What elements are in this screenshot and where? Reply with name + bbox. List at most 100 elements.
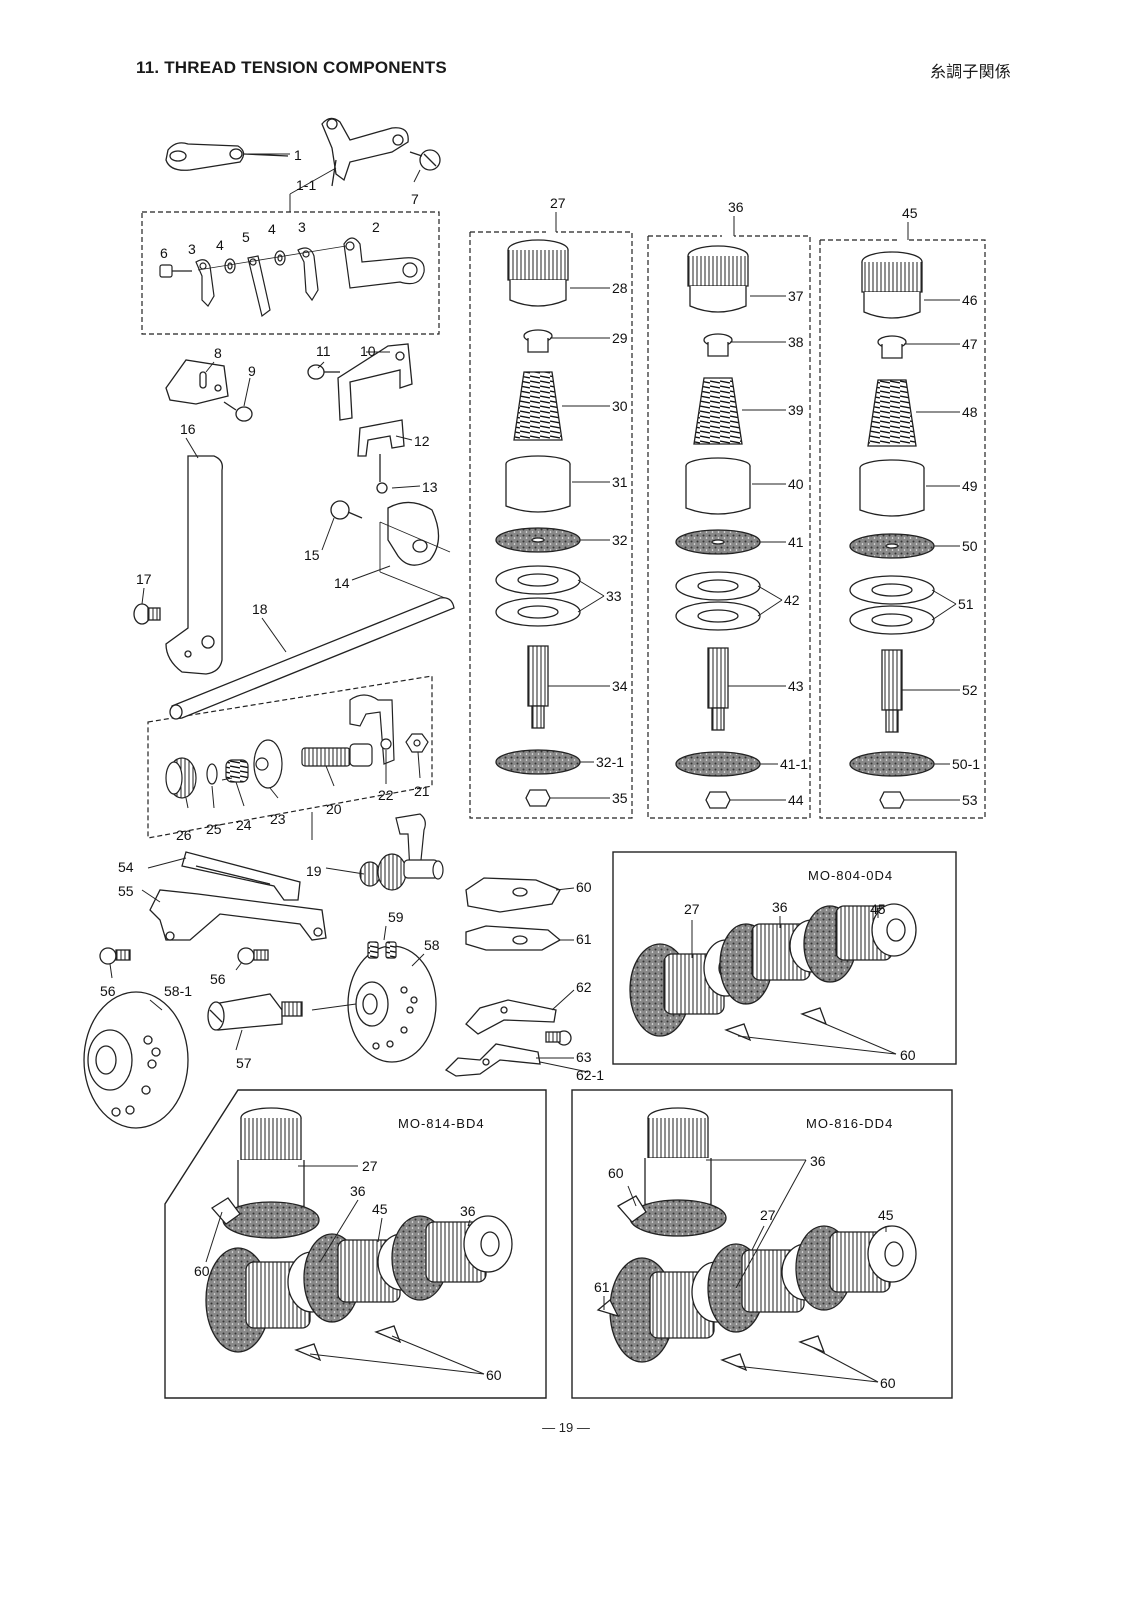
callout-51: 51	[958, 596, 974, 612]
callout-box3-36: 36	[810, 1153, 826, 1169]
thread-guide-subparts	[159, 237, 425, 318]
callout-20: 20	[326, 801, 342, 817]
callout-11: 11	[316, 343, 331, 359]
callout-32-1: 32-1	[596, 754, 624, 770]
callout-44: 44	[788, 792, 804, 808]
callout-box1-36: 36	[772, 899, 788, 915]
thread-guide-bracket-part-1-1	[321, 117, 441, 187]
bracket-part-62-1	[444, 1043, 541, 1077]
callout-26: 26	[176, 827, 192, 843]
callout-18: 18	[252, 601, 268, 617]
callout-box3-60a: 60	[608, 1165, 624, 1181]
callout-35: 35	[612, 790, 628, 806]
callout-box2-27: 27	[362, 1158, 378, 1174]
cam-part-58	[347, 945, 437, 1063]
tension-assembly-box-36	[647, 235, 811, 819]
callout-50-1: 50-1	[952, 756, 980, 772]
callout-40: 40	[788, 476, 804, 492]
callout-56-left: 56	[100, 983, 116, 999]
shaft-part-57	[207, 993, 303, 1031]
screw-part-17	[133, 603, 161, 625]
callout-46: 46	[962, 292, 978, 308]
callout-labels: 1 1-1 7 2 6 3 4 5 4 3 8 9 11 10 12 13 16…	[100, 147, 980, 1391]
bracket-part-10	[307, 343, 413, 494]
callout-49: 49	[962, 478, 978, 494]
callout-17: 17	[136, 571, 152, 587]
callout-box3-61: 61	[594, 1279, 610, 1295]
callout-57: 57	[236, 1055, 252, 1071]
callout-box1-45: 45	[870, 901, 886, 917]
tension-column-36	[675, 245, 761, 809]
callout-3-left: 3	[188, 241, 196, 257]
screw-part-63	[545, 1030, 572, 1046]
callout-52: 52	[962, 682, 978, 698]
cam-part-58-1	[83, 991, 189, 1129]
callout-22: 22	[378, 787, 394, 803]
screw-part-13	[376, 482, 388, 494]
callout-1-1: 1-1	[296, 177, 316, 193]
callout-33: 33	[606, 588, 622, 604]
leader-lines	[109, 153, 960, 1383]
model-label-mo-814: MO-814-BD4	[398, 1116, 485, 1131]
callout-62-1: 62-1	[576, 1067, 604, 1083]
callout-14: 14	[334, 575, 350, 591]
plate-part-61	[465, 925, 562, 951]
model-label-mo-804: MO-804-0D4	[808, 868, 893, 883]
callout-56-right: 56	[210, 971, 226, 987]
callout-6: 6	[160, 245, 168, 261]
page-title: 11. THREAD TENSION COMPONENTS	[136, 58, 447, 77]
callout-37: 37	[788, 288, 804, 304]
callout-50: 50	[962, 538, 978, 554]
callout-38: 38	[788, 334, 804, 350]
callout-25: 25	[206, 821, 222, 837]
model-box-mo-816	[571, 1089, 953, 1399]
callout-36: 36	[728, 199, 744, 215]
plate-part-55	[149, 889, 327, 941]
callout-53: 53	[962, 792, 978, 808]
callout-31: 31	[612, 474, 628, 490]
tension-assembly-box-27	[469, 231, 633, 819]
callout-box3-27: 27	[760, 1207, 776, 1223]
screw-part-11	[307, 364, 325, 380]
callout-box2-36b: 36	[460, 1203, 476, 1219]
callout-47: 47	[962, 336, 978, 352]
callout-16: 16	[180, 421, 196, 437]
bracket-part-8	[165, 359, 253, 422]
screw-part-15	[330, 500, 350, 520]
callout-box1-27: 27	[684, 901, 700, 917]
callout-21: 21	[414, 783, 430, 799]
plate-part-54	[99, 851, 327, 965]
callout-box2-60a: 60	[194, 1263, 210, 1279]
page-number: — 19 —	[542, 1420, 590, 1435]
callout-12: 12	[414, 433, 430, 449]
callout-41: 41	[788, 534, 804, 550]
callout-5: 5	[242, 229, 250, 245]
callout-34: 34	[612, 678, 628, 694]
rod-part-18	[169, 597, 455, 720]
model-label-mo-816: MO-816-DD4	[806, 1116, 893, 1131]
thread-guide-part-1	[165, 142, 289, 171]
assembled-tensions-mo-816	[596, 1107, 917, 1372]
callout-63: 63	[576, 1049, 592, 1065]
callout-60: 60	[576, 879, 592, 895]
callout-23: 23	[270, 811, 286, 827]
callout-32: 32	[612, 532, 628, 548]
assembled-tensions-mo-814	[205, 1107, 513, 1362]
callout-box1-60: 60	[900, 1047, 916, 1063]
callout-box2-45: 45	[372, 1201, 388, 1217]
callout-62: 62	[576, 979, 592, 995]
callout-1: 1	[294, 147, 302, 163]
callout-54: 54	[118, 859, 134, 875]
callout-58-1: 58-1	[164, 983, 192, 999]
callout-61: 61	[576, 931, 592, 947]
callout-43: 43	[788, 678, 804, 694]
callout-48: 48	[962, 404, 978, 420]
bracket-part-62	[465, 999, 557, 1035]
callout-19: 19	[306, 863, 322, 879]
callout-30: 30	[612, 398, 628, 414]
tension-column-45	[849, 251, 935, 809]
callout-15: 15	[304, 547, 320, 563]
screw-part-9	[223, 401, 253, 422]
